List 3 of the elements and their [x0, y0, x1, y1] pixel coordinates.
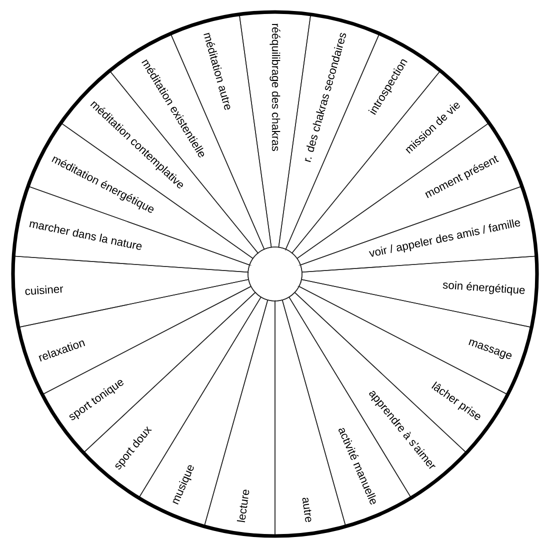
wheel-sector: soin énergétique	[301, 256, 538, 328]
wheel-sector: lecture	[204, 300, 276, 536]
wheel-sector: cuisiner	[12, 256, 249, 328]
